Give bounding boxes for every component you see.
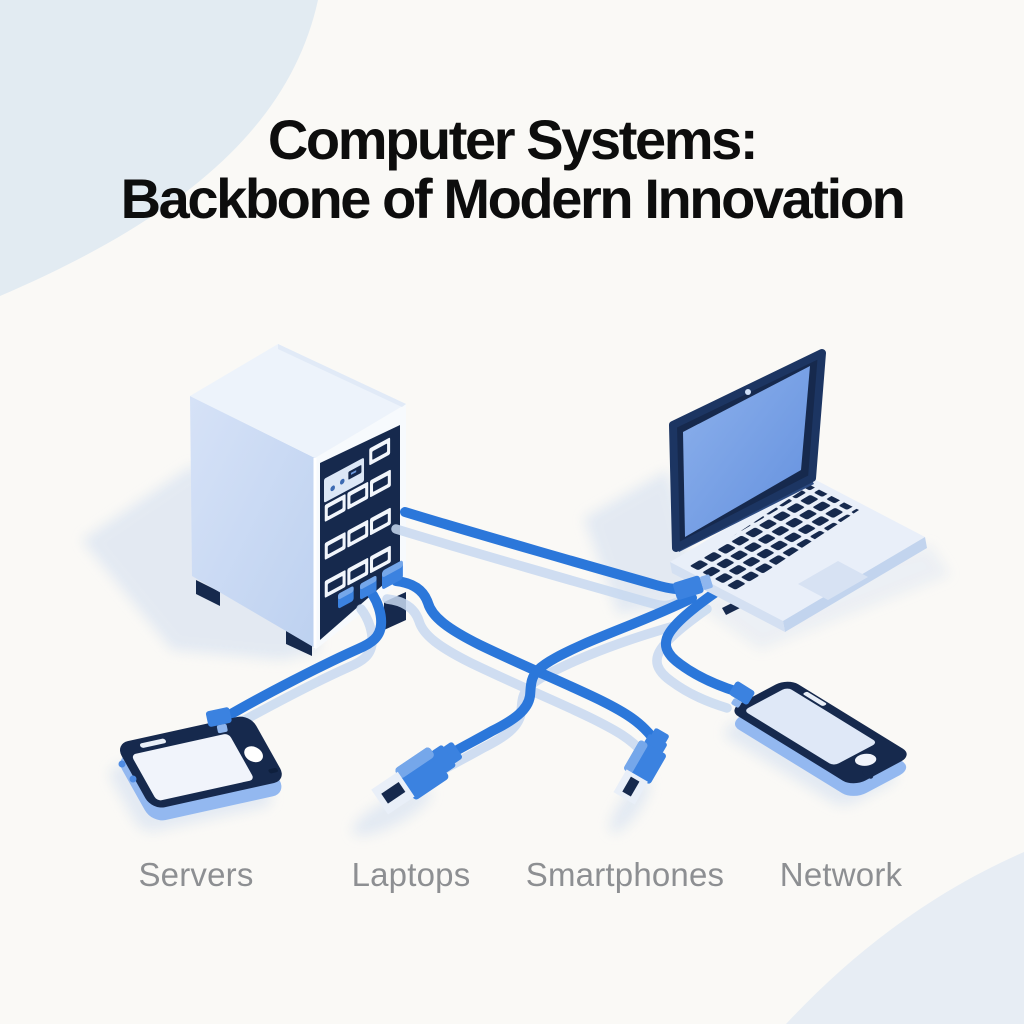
phone-port-slit <box>268 767 278 774</box>
phone-plug <box>729 681 755 708</box>
usb-slot <box>381 781 406 804</box>
server-foot <box>286 630 312 656</box>
cable-laptop-to-right-phone <box>660 587 743 697</box>
corner-blob-top-left <box>0 0 318 296</box>
laptop-front-edge <box>783 537 927 632</box>
server-control-strip <box>324 437 391 503</box>
caption-network: Network <box>779 856 903 893</box>
caption-servers: Servers <box>138 856 254 893</box>
phone-home-button <box>854 753 877 766</box>
cable-left-usb-to-laptop <box>447 593 697 758</box>
cable-plugs <box>205 560 755 734</box>
corner-blob-bottom-right <box>786 852 1024 1024</box>
phone-speaker <box>139 738 167 748</box>
page-title: Computer Systems: Backbone of Modern Inn… <box>0 110 1024 229</box>
server-plug <box>382 560 403 589</box>
smartphone-left-illustration <box>118 716 282 821</box>
phone-side-button <box>129 775 137 783</box>
title-line-2: Backbone of Modern Innovation <box>120 167 906 231</box>
server-top-face <box>190 344 406 458</box>
usb-connector-right <box>613 728 669 805</box>
phone-home-button <box>244 746 263 763</box>
usb-connector-left <box>371 742 462 815</box>
caption-laptops: Laptops <box>351 856 471 893</box>
caption-smartphones: Smartphones <box>525 856 725 893</box>
phone-speaker <box>803 692 827 706</box>
cable-shadows <box>216 524 732 775</box>
laptop-screen <box>683 366 810 537</box>
smartphone-right-illustration <box>734 681 907 796</box>
server-plug <box>360 575 377 600</box>
phone-port-slit <box>862 770 874 779</box>
led-indicator <box>330 485 335 492</box>
category-captions: Servers Laptops Smartphones Network <box>0 856 1024 902</box>
phone-screen <box>746 688 876 765</box>
laptop-trackpad <box>798 561 868 600</box>
laptop-keyboard <box>688 485 859 591</box>
phone-plug <box>205 707 232 734</box>
cable-server-to-left-phone <box>221 586 387 722</box>
title-line-1: Computer Systems: <box>267 108 759 171</box>
laptop-plug <box>672 574 713 600</box>
phone-screen <box>132 734 253 801</box>
server-plug <box>338 586 354 609</box>
webcam-dot <box>745 389 751 395</box>
laptop-illustration <box>669 349 927 632</box>
server-foot <box>196 580 220 606</box>
server-left-face <box>190 396 315 648</box>
led-indicator <box>340 478 345 485</box>
phone-side-button <box>118 760 126 768</box>
usb-slot <box>622 776 640 797</box>
cable-server-to-right-usb <box>391 576 657 742</box>
